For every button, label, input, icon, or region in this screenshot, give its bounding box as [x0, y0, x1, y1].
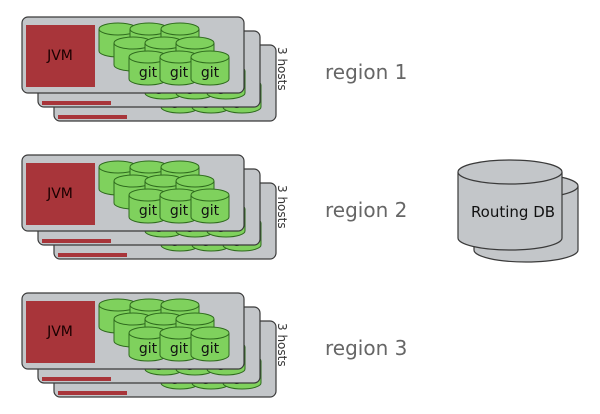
git-label: git: [201, 65, 220, 81]
front-git-cylinder: git: [128, 326, 168, 362]
jvm-strip: [58, 115, 127, 119]
jvm-strip: [42, 101, 111, 105]
front-git-cylinder: git: [128, 188, 168, 224]
front-git-cylinder: git: [159, 326, 199, 362]
git-label: git: [139, 341, 158, 357]
hosts-count-label: 3 hosts: [275, 47, 289, 91]
jvm-strip: [58, 253, 127, 257]
front-git-cylinder: git: [128, 50, 168, 86]
hosts-count-label: 3 hosts: [275, 323, 289, 367]
git-label: git: [170, 203, 189, 219]
jvm-label: JVM: [46, 324, 73, 340]
git-label: git: [201, 203, 220, 219]
routing-db-label: Routing DB: [471, 203, 555, 221]
front-git-cylinder: git: [159, 188, 199, 224]
jvm-strip: [42, 239, 111, 243]
routing-db-front-cylinder: [457, 159, 563, 251]
git-label: git: [170, 341, 189, 357]
jvm-strip: [42, 377, 111, 381]
jvm-label: JVM: [46, 186, 73, 202]
jvm-label: JVM: [46, 48, 73, 64]
region-label: region 1: [325, 60, 407, 84]
git-label: git: [201, 341, 220, 357]
git-label: git: [170, 65, 189, 81]
jvm-strip: [58, 391, 127, 395]
region-2: gitgitgitgitgitgitJVMgitgitgit3 hostsreg…: [21, 154, 407, 260]
region-label: region 3: [325, 336, 407, 360]
regions: gitgitgitgitgitgitJVMgitgitgit3 hostsreg…: [21, 16, 407, 398]
hosts-count-label: 3 hosts: [275, 185, 289, 229]
jvm-box: [26, 25, 95, 87]
jvm-box: [26, 301, 95, 363]
front-git-cylinder: git: [190, 188, 230, 224]
region-1: gitgitgitgitgitgitJVMgitgitgit3 hostsreg…: [21, 16, 407, 122]
region-3: gitgitgitgitgitgitJVMgitgitgit3 hostsreg…: [21, 292, 407, 398]
front-git-cylinder: git: [190, 326, 230, 362]
git-label: git: [139, 65, 158, 81]
jvm-box: [26, 163, 95, 225]
region-label: region 2: [325, 198, 407, 222]
routing-db: Routing DB: [457, 159, 579, 263]
front-git-cylinder: git: [190, 50, 230, 86]
git-label: git: [139, 203, 158, 219]
